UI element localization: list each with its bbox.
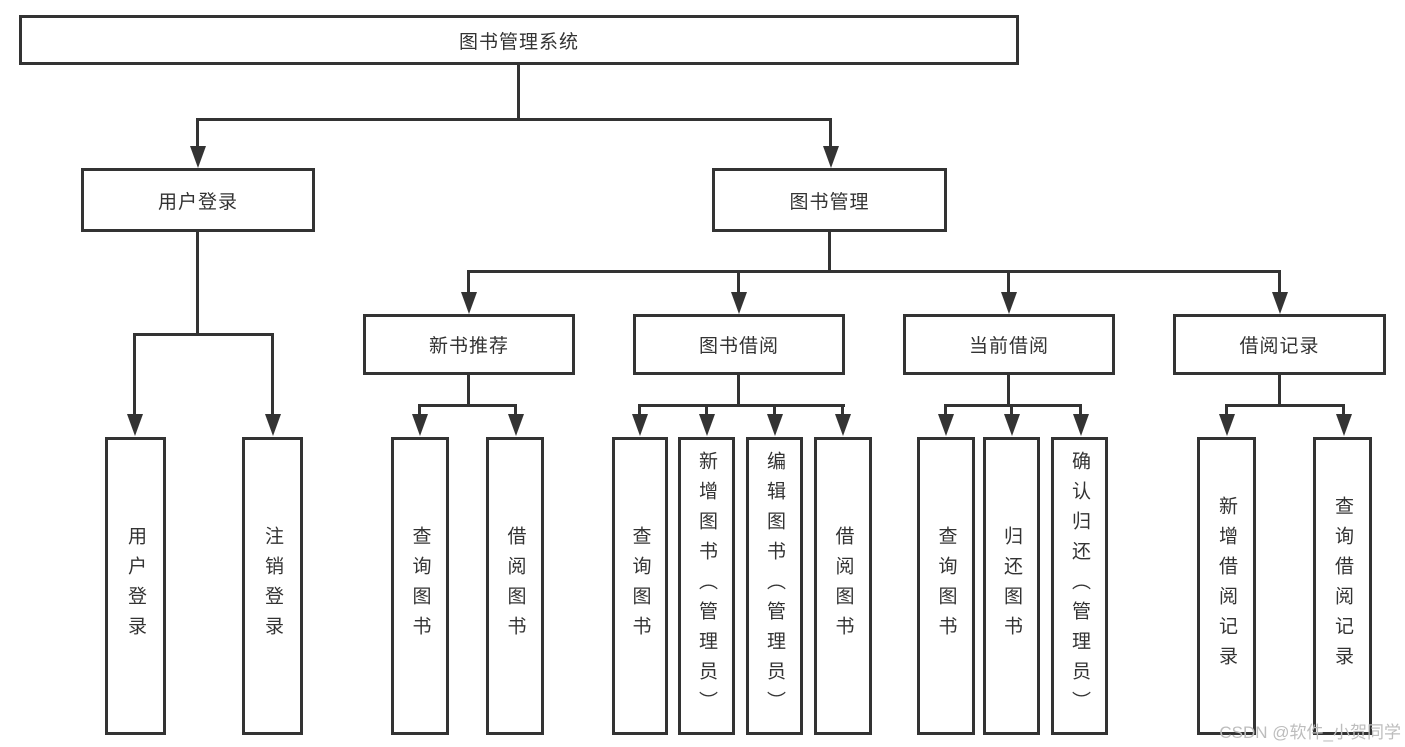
node-book-management-label: 图书管理 (789, 191, 870, 213)
leaf-edit-book-admin: 编辑图书（管理员） (746, 437, 803, 735)
leaf-edit-book-admin-label: 编辑图书（管理员） (764, 451, 785, 721)
connector-bar (1225, 404, 1345, 407)
connector-drop (133, 333, 136, 417)
connector-drop (1342, 404, 1345, 418)
leaf-add-borrow-record-label: 新增借阅记录 (1216, 496, 1237, 676)
connector-root-bar (196, 118, 832, 121)
leaf-query-borrow-record: 查询借阅记录 (1313, 437, 1372, 735)
connector-stem (737, 375, 740, 407)
arrow-down-icon (938, 414, 954, 436)
node-system-root-label: 图书管理系统 (458, 31, 579, 53)
leaf-borrow-books-borrowing: 借阅图书 (814, 437, 872, 735)
leaf-user-login-label: 用户登录 (125, 526, 146, 646)
connector-bookmgmt-stem (828, 232, 831, 272)
leaf-borrow-books-borrowing-label: 借阅图书 (832, 526, 854, 646)
connector-drop (841, 404, 844, 418)
node-new-book-recommend: 新书推荐 (363, 314, 575, 375)
leaf-query-books-current: 查询图书 (917, 437, 975, 735)
connector-drop-book-mgmt (829, 118, 832, 150)
arrow-down-icon (1219, 414, 1235, 436)
connector-bar (638, 404, 845, 407)
leaf-logout-label: 注销登录 (262, 526, 283, 646)
connector-drop (514, 404, 517, 418)
leaf-return-book: 归还图书 (983, 437, 1040, 735)
node-borrow-records-label: 借阅记录 (1239, 336, 1320, 357)
leaf-user-login: 用户登录 (105, 437, 166, 735)
arrow-down-icon (1336, 414, 1352, 436)
node-current-borrowing-label: 当前借阅 (968, 336, 1049, 357)
leaf-confirm-return-admin-label: 确认归还（管理员） (1069, 451, 1090, 721)
connector-drop (467, 270, 470, 292)
connector-userlogin-stem (196, 232, 199, 336)
connector-drop (1007, 270, 1010, 292)
connector-stem (1278, 375, 1281, 407)
arrow-down-icon (767, 414, 783, 436)
node-current-borrowing: 当前借阅 (903, 314, 1115, 375)
leaf-add-book-admin: 新增图书（管理员） (678, 437, 735, 735)
leaf-query-books-borrowing-label: 查询图书 (629, 526, 651, 646)
leaf-return-book-label: 归还图书 (1001, 526, 1022, 646)
connector-drop (1079, 404, 1082, 418)
arrow-down-icon (1004, 414, 1020, 436)
connector-bar (944, 404, 1082, 407)
arrow-down-icon (190, 146, 206, 168)
arrow-down-icon (265, 414, 281, 436)
connector-drop (271, 333, 274, 417)
arrow-down-icon (835, 414, 851, 436)
node-book-borrowing: 图书借阅 (633, 314, 845, 375)
arrow-down-icon (461, 292, 477, 314)
leaf-query-books-recommend-label: 查询图书 (409, 526, 431, 646)
connector-bar (418, 404, 517, 407)
leaf-query-books-borrowing: 查询图书 (612, 437, 668, 735)
leaf-logout: 注销登录 (242, 437, 303, 735)
arrow-down-icon (632, 414, 648, 436)
arrow-down-icon (1073, 414, 1089, 436)
node-user-login-branch-label: 用户登录 (157, 191, 238, 213)
connector-drop (1225, 404, 1228, 418)
arrow-down-icon (699, 414, 715, 436)
arrow-down-icon (1272, 292, 1288, 314)
connector-stem (1007, 375, 1010, 407)
arrow-down-icon (127, 414, 143, 436)
node-book-management: 图书管理 (712, 168, 947, 232)
node-user-login-branch: 用户登录 (81, 168, 315, 232)
connector-drop (773, 404, 776, 418)
connector-userlogin-bar (133, 333, 274, 336)
connector-drop (944, 404, 947, 418)
leaf-query-books-recommend: 查询图书 (391, 437, 449, 735)
arrow-down-icon (731, 292, 747, 314)
arrow-down-icon (1001, 292, 1017, 314)
connector-root-stem (517, 65, 520, 121)
connector-drop (737, 270, 740, 292)
node-system-root: 图书管理系统 (19, 15, 1019, 65)
connector-stem (467, 375, 470, 407)
connector-drop (705, 404, 708, 418)
connector-drop-user-login (196, 118, 199, 150)
leaf-confirm-return-admin: 确认归还（管理员） (1051, 437, 1108, 735)
connector-drop (418, 404, 421, 418)
leaf-query-books-current-label: 查询图书 (935, 526, 957, 646)
node-new-book-recommend-label: 新书推荐 (428, 336, 509, 357)
leaf-query-borrow-record-label: 查询借阅记录 (1332, 496, 1353, 676)
csdn-watermark: CSDN @软件_小贺同学 (1219, 723, 1401, 742)
leaf-add-book-admin-label: 新增图书（管理员） (696, 451, 717, 721)
arrow-down-icon (412, 414, 428, 436)
leaf-borrow-books-recommend-label: 借阅图书 (504, 526, 526, 646)
node-book-borrowing-label: 图书借阅 (698, 336, 779, 357)
connector-bookmgmt-bar (467, 270, 1281, 273)
node-borrow-records: 借阅记录 (1173, 314, 1386, 375)
connector-drop (1278, 270, 1281, 292)
leaf-borrow-books-recommend: 借阅图书 (486, 437, 544, 735)
arrow-down-icon (508, 414, 524, 436)
connector-drop (1010, 404, 1013, 418)
leaf-add-borrow-record: 新增借阅记录 (1197, 437, 1256, 735)
connector-drop (638, 404, 641, 418)
arrow-down-icon (823, 146, 839, 168)
